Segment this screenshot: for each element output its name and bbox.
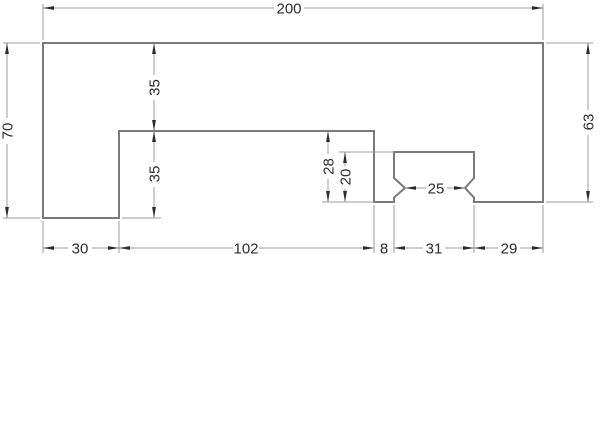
arrow-up-icon: [5, 43, 9, 54]
dim-base-right-label: 29: [501, 240, 518, 257]
arrow-right-icon: [108, 246, 119, 250]
dim-slot-depth-label: 20: [337, 169, 354, 186]
arrow-up-icon: [343, 152, 347, 163]
dim-slot-depth: 20: [337, 151, 394, 202]
arrow-right-icon: [532, 6, 543, 10]
arrow-down-icon: [586, 191, 590, 202]
arrow-up-icon: [152, 131, 156, 142]
arrow-left-icon: [474, 246, 485, 250]
arrow-down-icon: [5, 207, 9, 218]
dim-overall-width-label: 200: [276, 0, 301, 17]
arrow-up-icon: [326, 131, 330, 142]
dim-base-gap-label: 8: [380, 240, 388, 257]
arrow-right-icon: [532, 246, 543, 250]
dim-left-height-label: 70: [0, 123, 16, 140]
arrow-right-icon: [463, 246, 474, 250]
dim-right-height-label: 63: [580, 114, 597, 131]
dim-lower-step: 35: [122, 131, 163, 219]
arrow-down-icon: [152, 207, 156, 218]
arrow-down-icon: [152, 120, 156, 131]
arrow-up-icon: [586, 43, 590, 54]
dimension-annotations: 200 70 63 35: [0, 0, 597, 257]
arrow-left-icon: [43, 6, 54, 10]
dim-bottom-chain: 30 102 8 31 29: [42, 205, 544, 257]
arrow-down-icon: [326, 191, 330, 202]
dim-upper-step: 35: [146, 43, 163, 131]
dim-upper-step-label: 35: [146, 79, 163, 96]
arrow-left-icon: [43, 246, 54, 250]
dim-base-middle-label: 102: [233, 240, 258, 257]
arrow-left-icon: [394, 246, 405, 250]
dim-lower-step-label: 35: [146, 166, 163, 183]
dim-base-left-label: 30: [72, 240, 89, 257]
dim-right-height: 63: [546, 42, 597, 203]
dim-slot-neck-label: 25: [428, 180, 445, 197]
arrow-left-icon: [119, 246, 130, 250]
arrow-left-icon: [405, 186, 416, 190]
dim-step-to-base: 28: [320, 131, 374, 203]
arrow-down-icon: [343, 191, 347, 202]
dim-step-to-base-label: 28: [320, 158, 337, 175]
arrow-right-icon: [454, 186, 465, 190]
arrow-up-icon: [152, 43, 156, 54]
part-outline: [42, 42, 544, 219]
dim-overall-width: 200: [42, 0, 544, 40]
dim-left-height: 70: [0, 42, 40, 219]
arrow-right-icon: [363, 246, 374, 250]
dim-slot-width-label: 31: [426, 240, 443, 257]
dim-slot-neck: 25: [405, 180, 465, 197]
